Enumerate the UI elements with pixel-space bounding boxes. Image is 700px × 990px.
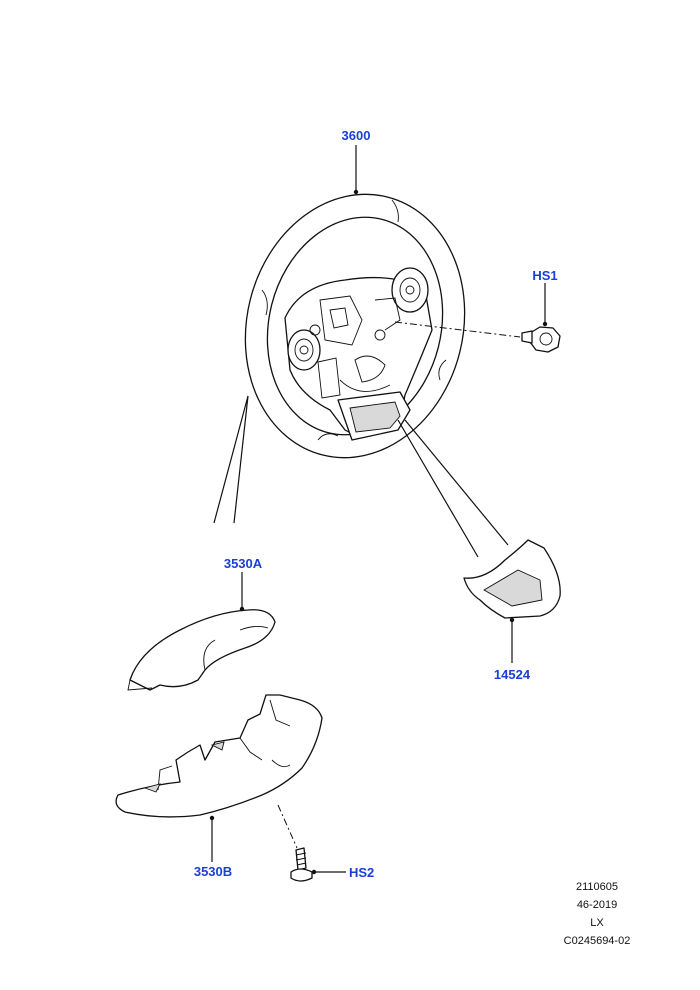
callout-3530a[interactable]: 3530A (224, 556, 263, 571)
reference-block: 2110605 46-2019 LX C0245694-02 (564, 881, 631, 947)
screw-hs2[interactable] (290, 847, 313, 882)
callout-hs1[interactable]: HS1 (532, 268, 557, 283)
reference-line-1: 2110605 (576, 881, 618, 893)
callout-3530b[interactable]: 3530B (194, 864, 232, 879)
callout-hs2[interactable]: HS2 (349, 865, 374, 880)
callout-14524[interactable]: 14524 (494, 667, 531, 682)
callout-3600[interactable]: 3600 (342, 128, 371, 143)
reference-line-4: C0245694-02 (564, 935, 631, 947)
upper-shroud-3530a[interactable] (127, 609, 276, 691)
bolt-hs1[interactable] (521, 326, 561, 353)
steering-wheel[interactable] (218, 171, 492, 481)
reference-line-3: LX (590, 917, 604, 929)
reference-line-2: 46-2019 (577, 899, 617, 911)
trim-panel-14524[interactable] (463, 539, 561, 619)
lower-shroud-3530b[interactable] (115, 694, 323, 818)
